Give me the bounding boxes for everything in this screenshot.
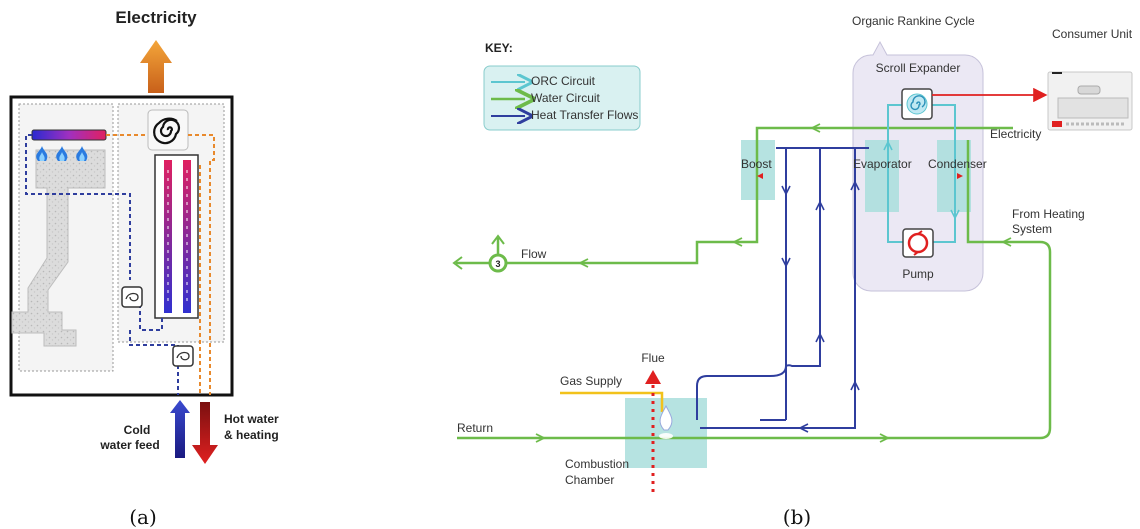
cold-water-arrow xyxy=(170,400,190,458)
condenser-label: Condenser xyxy=(928,157,987,171)
pump-icon-a1 xyxy=(121,286,143,308)
svg-text:ORC Circuit: ORC Circuit xyxy=(531,74,596,88)
orc-title: Organic Rankine Cycle xyxy=(852,14,975,28)
hot-pipe xyxy=(31,129,107,141)
evaporator-label: Evaporator xyxy=(853,157,912,171)
orc-circuit xyxy=(883,104,960,243)
key-item-orc: ORC Circuit xyxy=(491,74,596,88)
electricity-arrow xyxy=(140,40,172,93)
panel-a: Electricity xyxy=(9,8,279,529)
scroll-expander-label: Scroll Expander xyxy=(876,61,961,75)
key-title: KEY: xyxy=(485,41,513,55)
pump-icon-a2 xyxy=(172,345,194,367)
flue-label: Flue xyxy=(641,351,665,365)
burner-flames xyxy=(36,146,88,161)
water-circuit xyxy=(452,126,1052,440)
from-heating-label-2: System xyxy=(1012,222,1052,236)
boost-indicator-icon xyxy=(757,173,763,179)
hot-water-label-2: & heating xyxy=(224,428,279,442)
gas-supply-label: Gas Supply xyxy=(560,374,622,388)
scroll-expander-icon xyxy=(147,109,189,151)
boost-label: Boost xyxy=(741,157,772,171)
pump-icon-b xyxy=(902,228,934,258)
cold-feed-label-2: water feed xyxy=(99,438,159,452)
gas-supply-line xyxy=(560,391,664,412)
condenser-indicator-icon xyxy=(957,173,963,179)
hot-water-label-1: Hot water xyxy=(224,412,279,426)
burner-flame-icon xyxy=(659,404,673,439)
caption-a: (a) xyxy=(129,505,157,529)
svg-text:Heat Transfer Flows: Heat Transfer Flows xyxy=(531,108,638,122)
combustion-label-2: Chamber xyxy=(565,473,614,487)
hot-water-arrow xyxy=(192,402,218,464)
flue-body xyxy=(11,149,106,347)
water-flow-arrows xyxy=(535,123,1012,443)
pump-label: Pump xyxy=(902,267,934,281)
flow-node xyxy=(488,253,508,273)
consumer-unit-icon xyxy=(1047,71,1133,131)
circuit-lines-a xyxy=(25,134,215,395)
heat-exchanger-a xyxy=(154,154,199,319)
evaporator-box xyxy=(865,140,899,212)
electricity-label-a: Electricity xyxy=(115,8,197,27)
svg-text:Water Circuit: Water Circuit xyxy=(531,91,601,105)
from-heating-label-1: From Heating xyxy=(1012,207,1085,221)
scroll-expander-icon-b xyxy=(901,88,933,120)
key-item-heat: Heat Transfer Flows xyxy=(491,108,638,122)
caption-b: (b) xyxy=(783,505,811,529)
return-label: Return xyxy=(457,421,493,435)
flow-node-label: 3 xyxy=(495,259,500,269)
electricity-label-b: Electricity xyxy=(990,127,1041,141)
flow-label: Flow xyxy=(521,247,547,261)
panel-b: KEY: ORC Circuit Water Circuit Heat Tran… xyxy=(452,14,1133,529)
flue-arrow-icon xyxy=(645,370,661,384)
key-item-water: Water Circuit xyxy=(491,91,601,105)
heat-flow-arrows xyxy=(781,180,860,433)
combustion-label-1: Combustion xyxy=(565,457,629,471)
consumer-unit-label: Consumer Unit xyxy=(1052,27,1133,41)
cold-feed-label-1: Cold xyxy=(124,423,151,437)
heat-transfer-flows xyxy=(696,147,869,429)
